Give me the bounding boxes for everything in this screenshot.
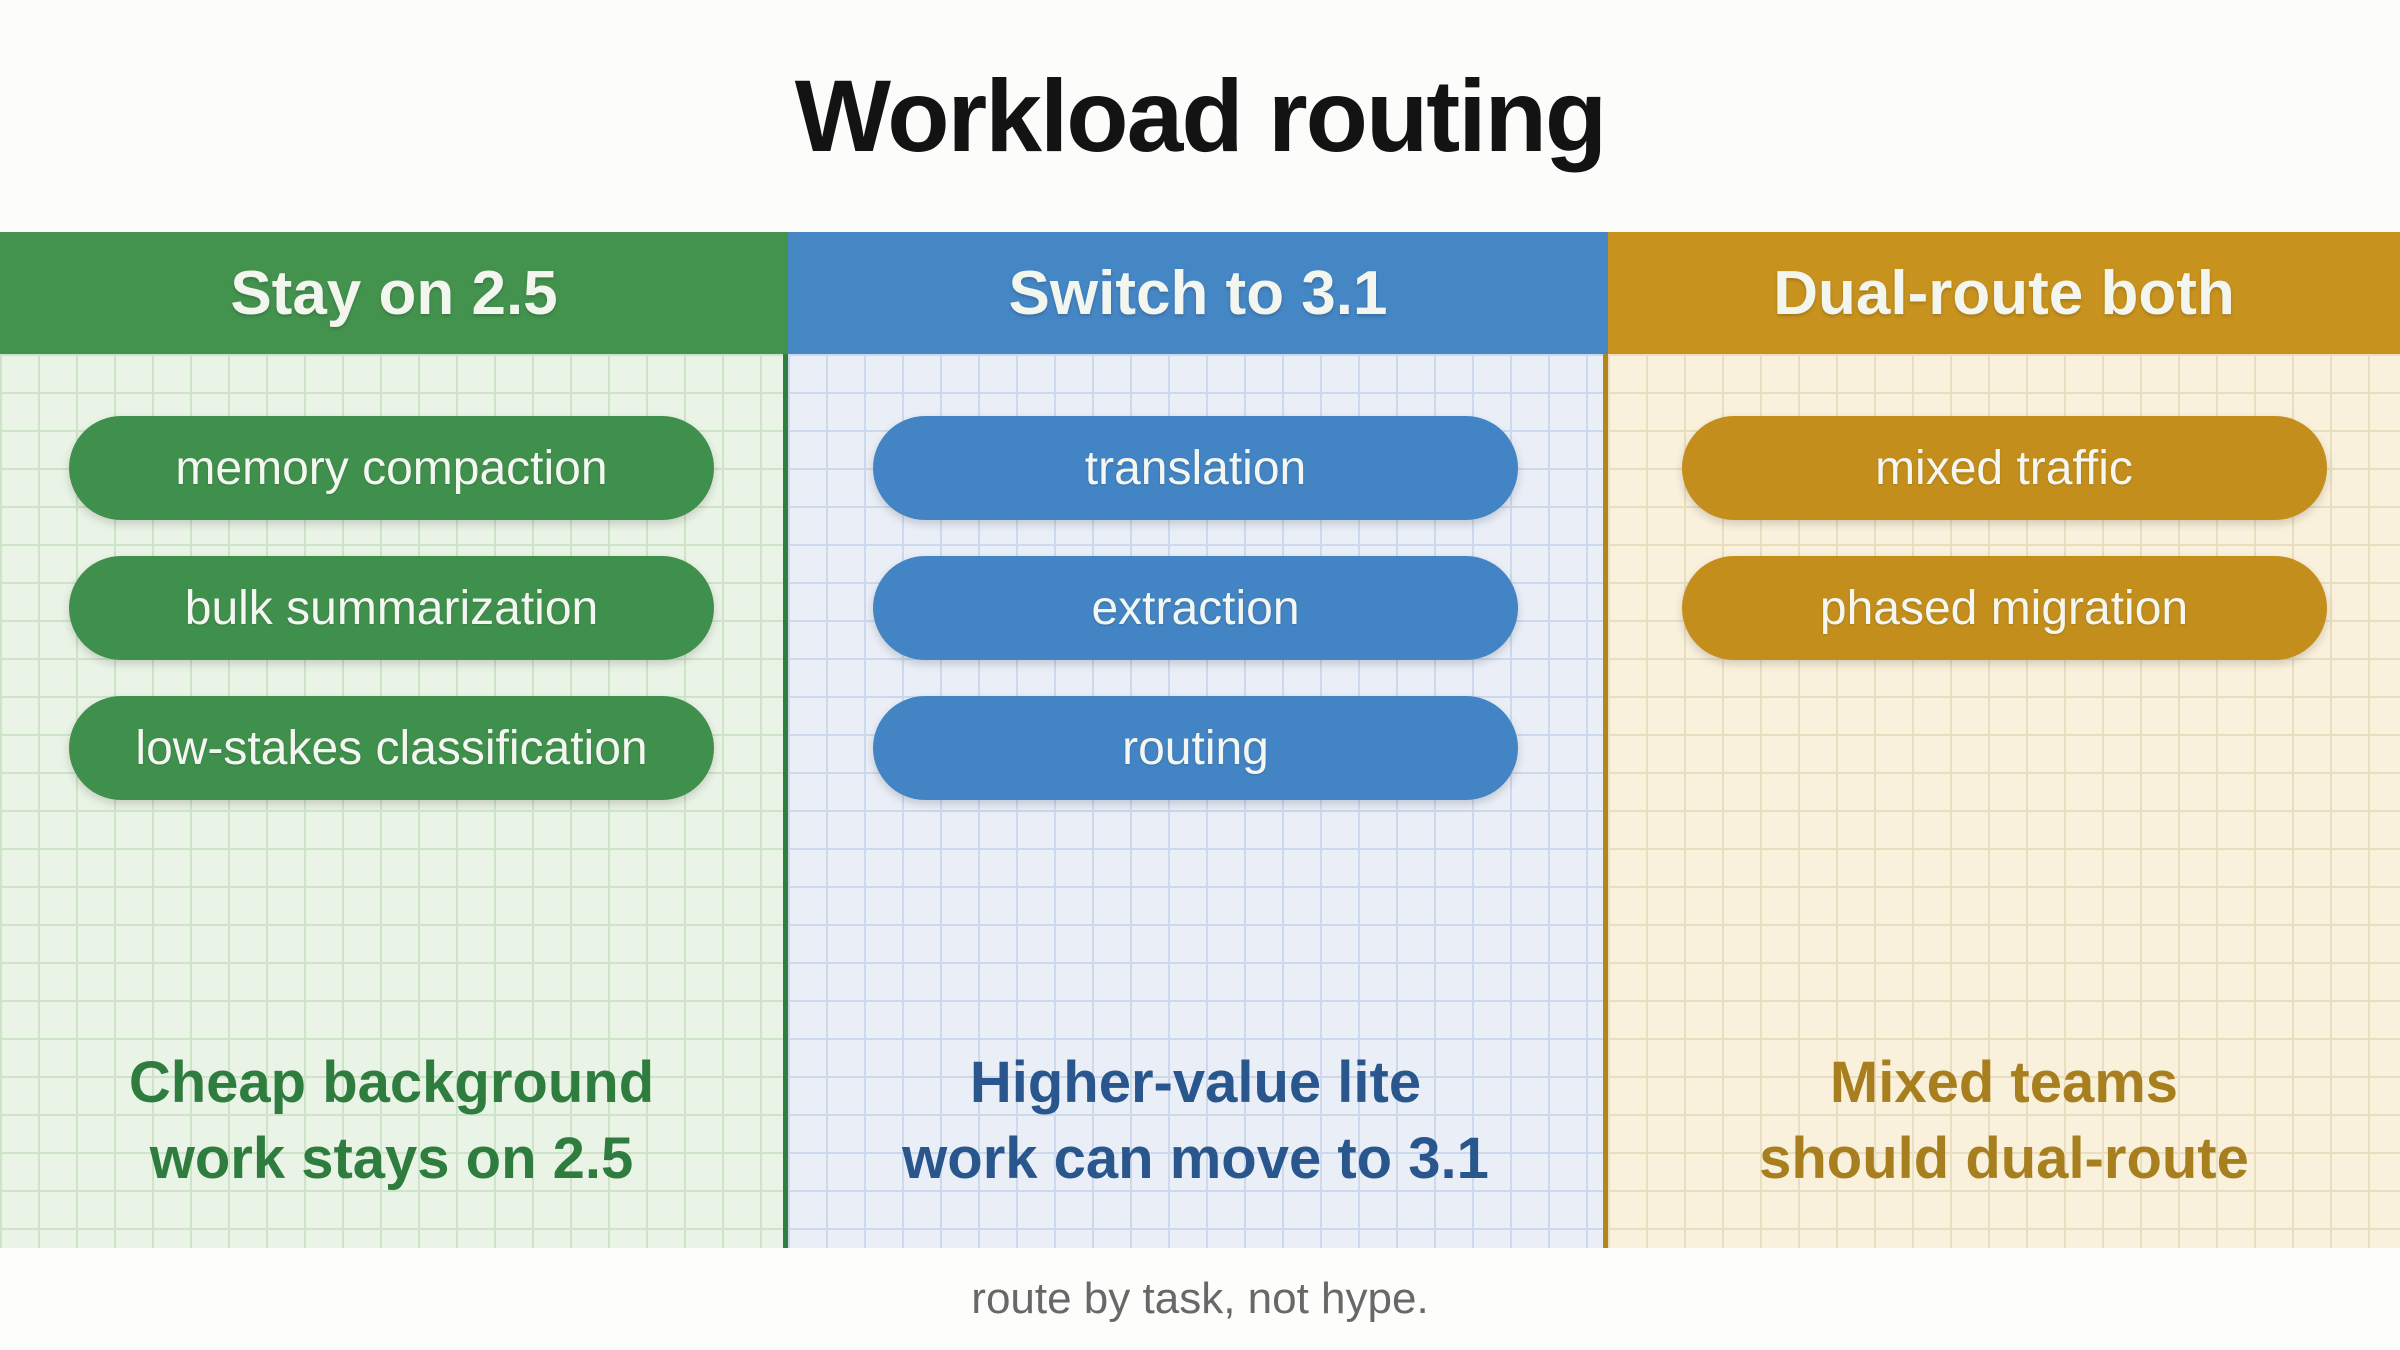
workload-pill: low-stakes classification <box>69 696 714 800</box>
workload-pill: phased migration <box>1681 556 2327 660</box>
summary-line: Cheap background <box>128 1050 655 1116</box>
footer: route by task, not hype. <box>0 1248 2400 1350</box>
summary-line: work can move to 3.1 <box>902 1125 1489 1191</box>
workload-pill-label: phased migration <box>1819 581 2189 635</box>
summary-line: Higher-value lite <box>969 1050 1422 1116</box>
pill-list: mixed traffic phased migration <box>1608 354 2400 660</box>
column-header-dual-route-both: Dual-route both <box>1608 232 2400 354</box>
workload-pill: extraction <box>873 556 1518 660</box>
workload-pill-label: bulk summarization <box>184 581 599 635</box>
workload-pill-label: extraction <box>1091 581 1300 635</box>
workload-pill: memory compaction <box>69 416 714 520</box>
workload-pill-label: memory compaction <box>175 441 608 495</box>
workload-pill-label: translation <box>1084 441 1307 495</box>
workload-pill: routing <box>873 696 1518 800</box>
column-header-stay-on-2-5: Stay on 2.5 <box>0 232 788 354</box>
summary-line: should dual-route <box>1759 1125 2249 1191</box>
column-stay-on-2-5: Stay on 2.5 memory compaction bulk summa… <box>0 232 788 1248</box>
column-header-label: Dual-route both <box>1773 258 2235 328</box>
column-header-switch-to-3-1: Switch to 3.1 <box>788 232 1608 354</box>
column-panel-dual-route-both: mixed traffic phased migration Mixed tea… <box>1608 354 2400 1248</box>
column-switch-to-3-1: Switch to 3.1 translation extraction rou… <box>788 232 1608 1248</box>
column-summary: Mixed teams should dual-route <box>1608 1045 2400 1196</box>
pill-list: memory compaction bulk summarization low… <box>0 354 783 800</box>
pill-list: translation extraction routing <box>788 354 1603 800</box>
column-summary: Cheap background work stays on 2.5 <box>0 1045 783 1196</box>
column-panel-stay-on-2-5: memory compaction bulk summarization low… <box>0 354 788 1248</box>
column-header-label: Stay on 2.5 <box>230 258 558 328</box>
workload-pill: mixed traffic <box>1681 416 2327 520</box>
page-title: Workload routing <box>794 58 1607 173</box>
title-bar: Workload routing <box>0 0 2400 232</box>
workload-pill-label: low-stakes classification <box>135 721 648 775</box>
column-dual-route-both: Dual-route both mixed traffic phased mig… <box>1608 232 2400 1248</box>
workload-pill-label: mixed traffic <box>1875 441 2133 495</box>
workload-pill: translation <box>873 416 1518 520</box>
summary-line: Mixed teams <box>1829 1050 2179 1116</box>
column-summary: Higher-value lite work can move to 3.1 <box>788 1045 1603 1196</box>
workload-pill-label: routing <box>1122 721 1269 775</box>
footer-caption: route by task, not hype. <box>971 1274 1429 1323</box>
summary-line: work stays on 2.5 <box>149 1125 634 1191</box>
columns-row: Stay on 2.5 memory compaction bulk summa… <box>0 232 2400 1248</box>
workload-pill: bulk summarization <box>69 556 714 660</box>
column-header-label: Switch to 3.1 <box>1008 258 1388 328</box>
column-panel-switch-to-3-1: translation extraction routing Higher-va… <box>788 354 1608 1248</box>
